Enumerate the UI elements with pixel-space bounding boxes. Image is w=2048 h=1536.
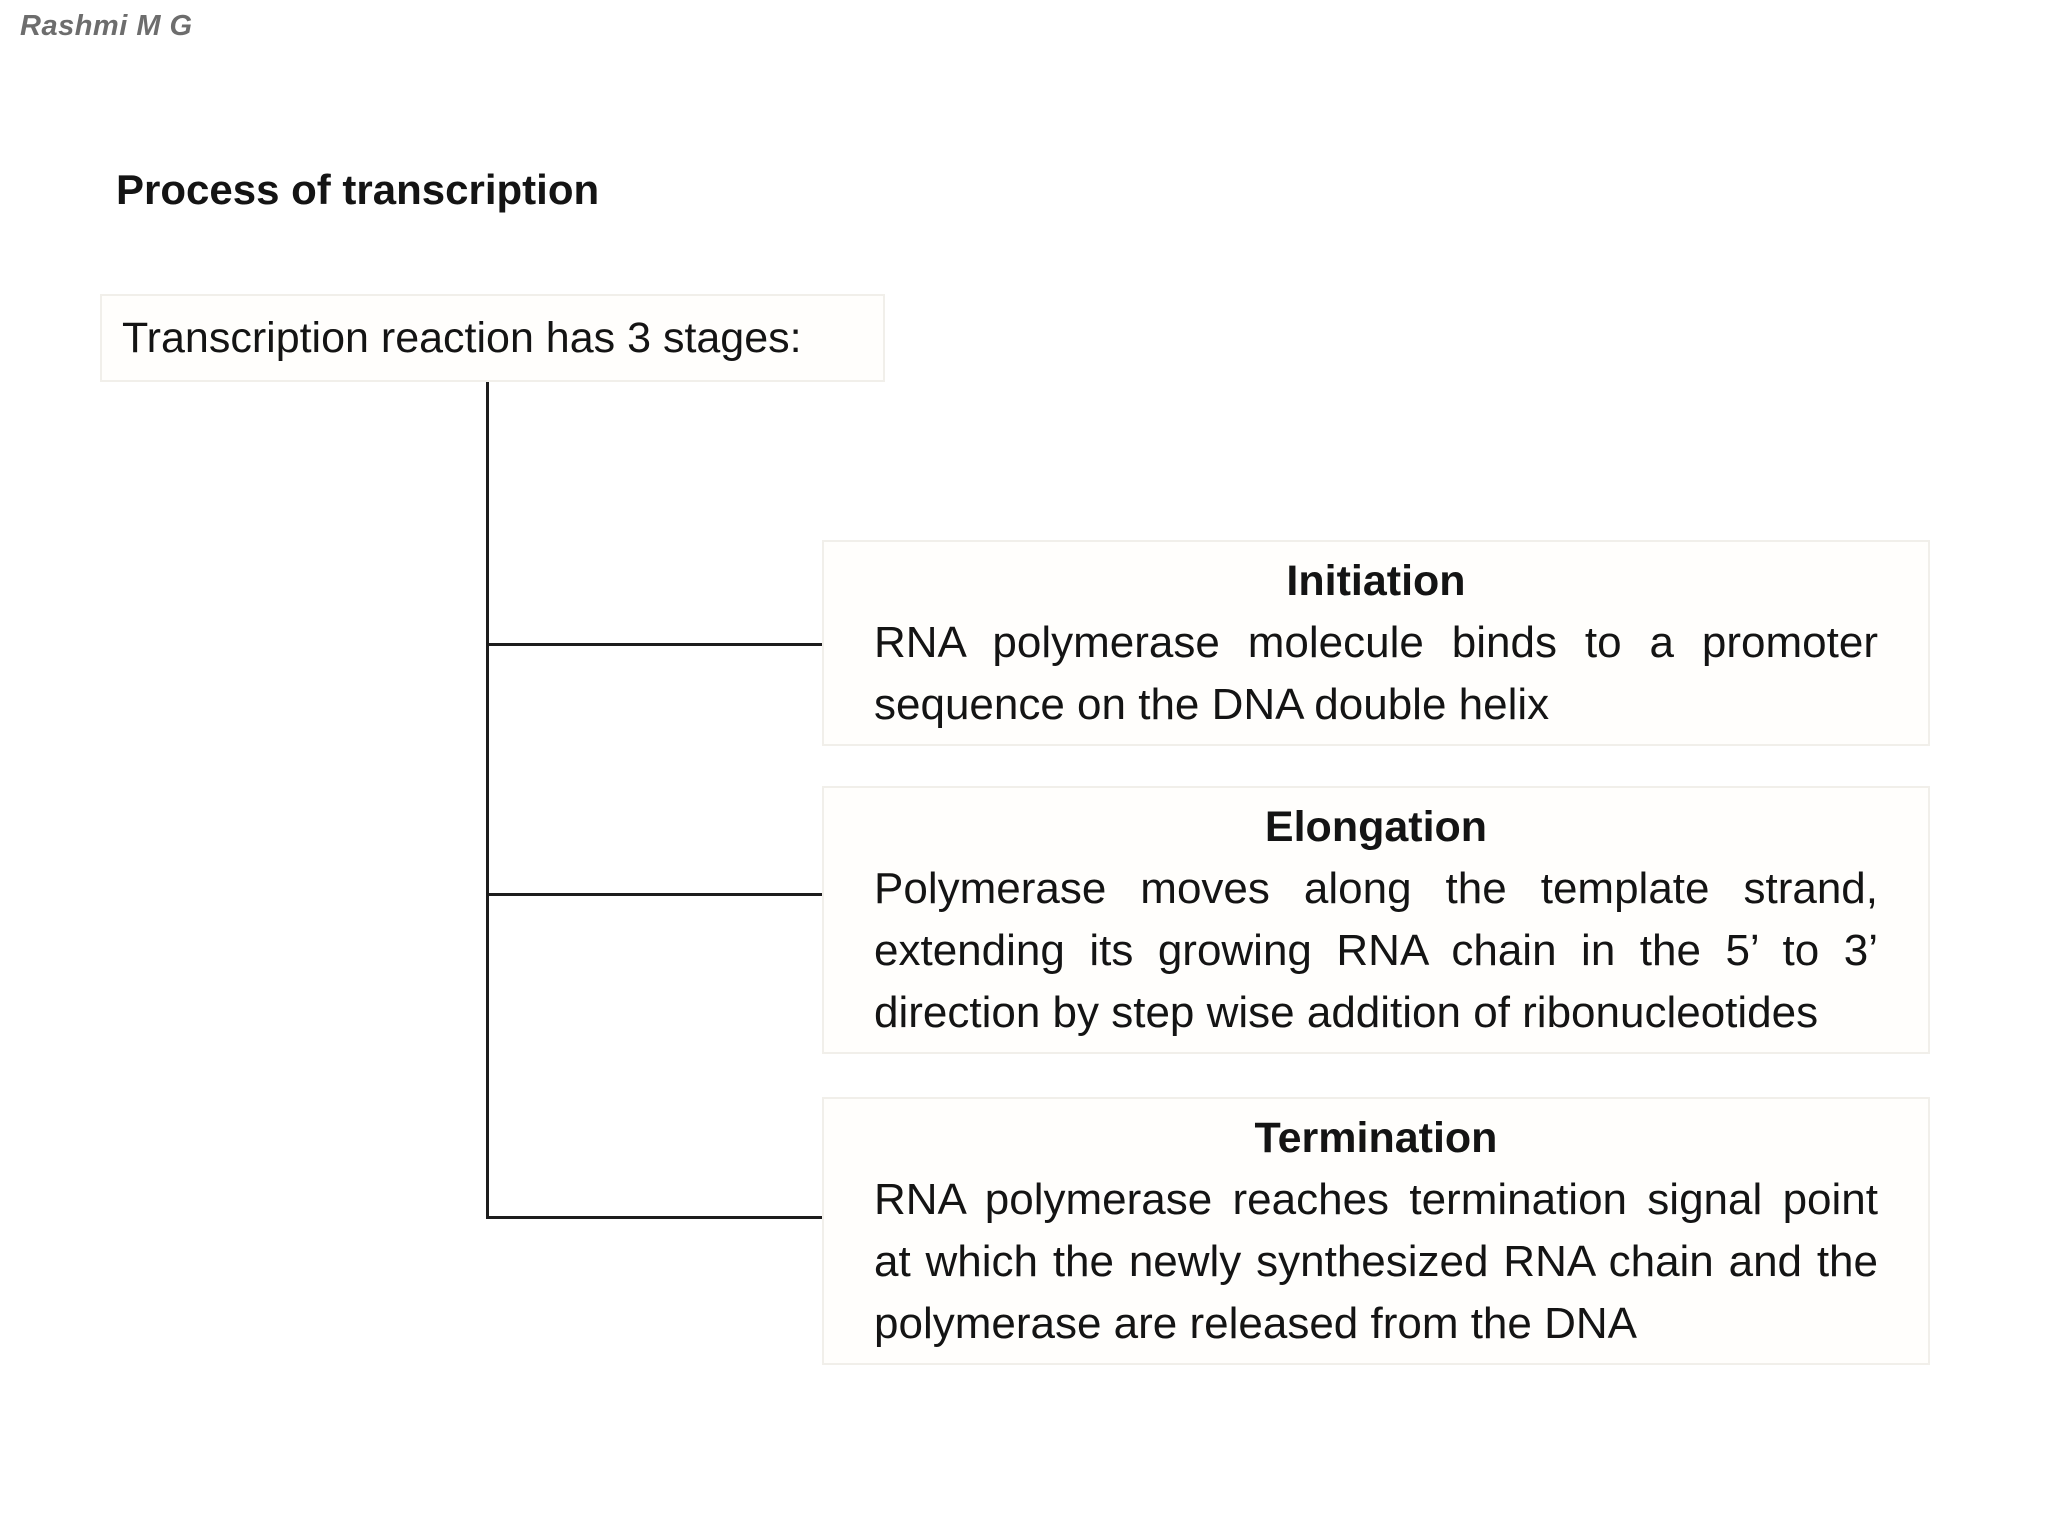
page-title: Process of transcription: [116, 166, 600, 213]
tree-branch-line-termination: [487, 1216, 823, 1219]
stage-box-initiation: Initiation RNA polymerase molecule binds…: [822, 540, 1930, 746]
tree-branch-line-initiation: [487, 643, 823, 646]
stage-description: Polymerase moves along the template stra…: [874, 864, 1878, 1037]
stage-description: RNA polymerase reaches termination signa…: [874, 1175, 1878, 1348]
author-label: Rashmi M G: [20, 10, 193, 42]
tree-connector-vertical-line: [486, 382, 489, 1219]
stage-box-elongation: Elongation Polymerase moves along the te…: [822, 786, 1930, 1054]
stage-box-termination: Termination RNA polymerase reaches termi…: [822, 1097, 1930, 1365]
stage-title: Elongation: [1264, 803, 1488, 851]
root-node: Transcription reaction has 3 stages:: [100, 294, 885, 382]
tree-branch-line-elongation: [487, 893, 823, 896]
stage-title: Initiation: [1286, 557, 1466, 605]
root-node-label: Transcription reaction has 3 stages:: [122, 313, 802, 362]
stage-title: Termination: [1254, 1114, 1498, 1162]
stage-description: RNA polymerase molecule binds to a promo…: [874, 618, 1878, 729]
